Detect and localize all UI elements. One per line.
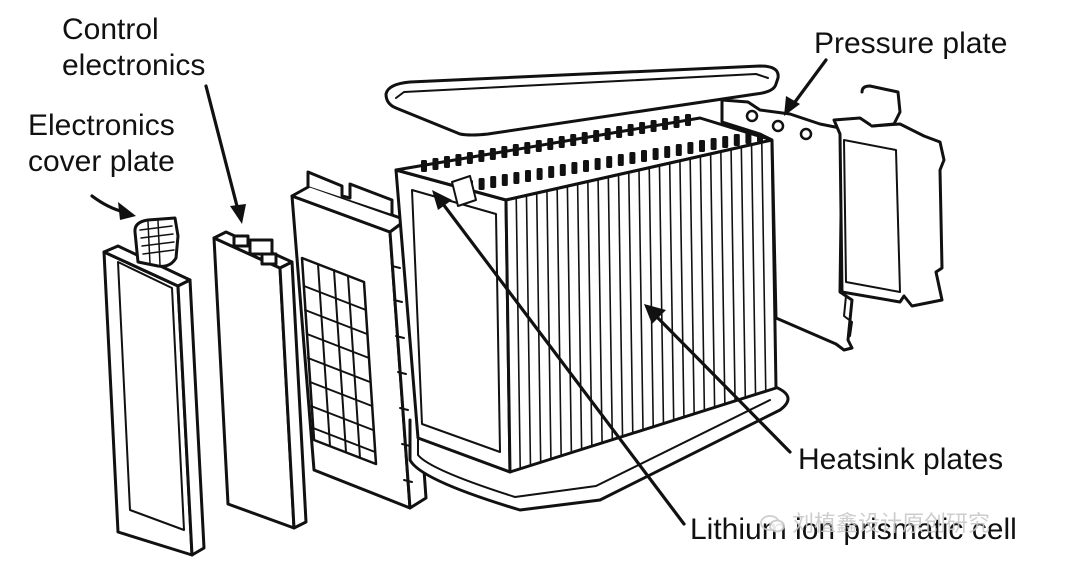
- cell-terminal: [525, 170, 531, 182]
- label-cover-line1: Electronics: [28, 109, 175, 142]
- electronics-cover-plate: [102, 216, 206, 557]
- cell-terminal: [583, 160, 589, 172]
- label-heatsink-plates: Heatsink plates: [798, 443, 1004, 476]
- cell-terminal: [685, 114, 691, 126]
- cell-terminal: [478, 178, 485, 190]
- heatsink-plate-line: [760, 141, 767, 393]
- cell-terminal: [673, 116, 680, 128]
- module-frame: [290, 170, 428, 510]
- cell-terminal: [652, 148, 659, 160]
- label-lithium-cell: Lithium ion prismatic cell: [690, 513, 1017, 546]
- label-cover-line2: cover plate: [28, 145, 175, 178]
- cell-terminal: [675, 144, 682, 156]
- cell-terminal: [699, 140, 705, 152]
- cell-terminal: [629, 152, 636, 164]
- heatsink-plate-line: [515, 196, 522, 470]
- watermark-text: 刘植鑫设计原创研究: [792, 512, 991, 537]
- cell-terminal: [501, 146, 508, 158]
- heatsink-plate-line: [648, 166, 655, 428]
- cell-terminal: [489, 148, 496, 160]
- cell-terminal: [524, 142, 531, 154]
- cell-terminal: [536, 168, 543, 180]
- cell-terminal: [627, 124, 634, 136]
- cell-terminal: [421, 160, 427, 172]
- cell-terminal: [710, 138, 717, 150]
- lithium-ion-cell-stack: [394, 114, 778, 474]
- cell-terminal: [512, 144, 519, 156]
- pressure-plate: [720, 98, 854, 352]
- label-control-electronics: Control electronics: [62, 12, 205, 84]
- cell-terminal: [745, 132, 752, 144]
- cell-terminal: [466, 152, 473, 164]
- heatsink-plate-line: [638, 169, 644, 431]
- heatsink-plate-line: [668, 162, 675, 422]
- heatsink-plate-line: [740, 146, 747, 399]
- cell-terminal: [547, 138, 554, 150]
- cell-terminal: [733, 134, 740, 146]
- cell-terminal: [571, 162, 578, 174]
- watermark: 刘植鑫设计原创研究: [760, 506, 990, 538]
- cell-terminal: [581, 132, 588, 144]
- cell-terminal: [570, 134, 577, 146]
- heatsink-plate-line: [730, 148, 736, 402]
- cell-terminal: [641, 150, 647, 162]
- control-electronics-board: [212, 230, 308, 530]
- cell-terminal: [559, 164, 566, 176]
- label-cover-plate: Electronics cover plate: [28, 108, 175, 180]
- cell-terminal: [455, 154, 462, 166]
- label-pressure-plate: Pressure plate: [814, 27, 1008, 60]
- cell-terminal: [478, 150, 485, 162]
- cell-terminal: [513, 172, 520, 184]
- heatsink-plate-line: [689, 157, 695, 415]
- top-lid: [384, 64, 780, 137]
- cell-terminal: [639, 122, 646, 134]
- heatsink-plate-line: [535, 192, 542, 464]
- cell-terminal: [593, 130, 600, 142]
- cell-terminal: [606, 156, 613, 168]
- cell-terminal: [617, 154, 624, 166]
- heatsink-plate-line: [576, 183, 583, 451]
- label-control-line2: electronics: [62, 49, 206, 82]
- cell-terminal: [501, 174, 508, 186]
- heatsink-plate-line: [566, 185, 573, 454]
- cell-terminal: [604, 128, 611, 140]
- heatsink-plate-line: [546, 189, 552, 460]
- cell-terminal: [490, 176, 497, 188]
- cell-terminal: [548, 166, 555, 178]
- cell-terminal: [687, 142, 694, 154]
- cell-terminal: [722, 136, 729, 148]
- wechat-icon: [760, 515, 785, 533]
- label-control-line1: Control: [62, 13, 159, 46]
- heatsink-plate-line: [607, 176, 614, 441]
- heatsink-plate-line: [556, 187, 562, 457]
- heatsink-plate-line: [699, 155, 706, 412]
- heatsink-plate-line: [679, 159, 685, 418]
- cell-terminal: [443, 156, 450, 168]
- rear-plate: [832, 84, 946, 308]
- heatsink-plate-line: [525, 194, 532, 467]
- cell-terminal: [650, 120, 657, 132]
- heatsink-plate-line: [750, 143, 757, 396]
- heatsink-plate-line: [720, 150, 726, 405]
- cell-terminal: [558, 136, 565, 148]
- leader-arrows: [90, 58, 828, 526]
- cell-terminal: [432, 158, 439, 170]
- heatsink-plate-line: [627, 171, 634, 435]
- cell-terminal: [662, 118, 669, 130]
- cell-terminal: [535, 140, 542, 152]
- heatsink-plate-line: [597, 178, 603, 444]
- cell-terminal: [616, 126, 623, 138]
- cell-terminal: [664, 146, 671, 158]
- cell-terminal: [594, 158, 601, 170]
- heatsink-plate-line: [709, 153, 716, 409]
- heatsink-plate-line: [658, 164, 665, 425]
- heatsink-plate-line: [617, 173, 624, 438]
